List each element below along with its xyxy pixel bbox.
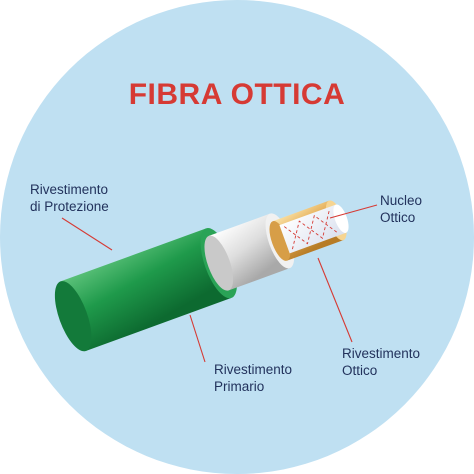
leader-line-ottico xyxy=(317,257,353,343)
label-line: Rivestimento xyxy=(342,346,421,361)
label-line: di Protezione xyxy=(30,199,109,214)
label-line: Ottico xyxy=(342,363,378,378)
label-rivestimento-protezione: Rivestimento di Protezione xyxy=(30,181,109,215)
label-line: Nucleo xyxy=(380,193,423,208)
leader-line-protezione xyxy=(61,217,113,251)
leader-line-nucleo xyxy=(329,204,378,219)
light-ray-path xyxy=(283,210,338,250)
optical-core-layer xyxy=(279,204,349,254)
label-rivestimento-primario: Rivestimento Primario xyxy=(214,361,292,395)
label-line: Rivestimento xyxy=(30,182,109,197)
leader-lines xyxy=(61,204,378,363)
label-line: Primario xyxy=(214,379,265,394)
label-nucleo-ottico: Nucleo Ottico xyxy=(380,192,422,226)
diagram-title: FIBRA OTTICA xyxy=(128,78,346,111)
label-line: Ottico xyxy=(380,210,416,225)
cable-illustration xyxy=(54,200,349,352)
leader-line-primario xyxy=(189,314,206,363)
label-line: Rivestimento xyxy=(214,362,293,377)
label-rivestimento-ottico: Rivestimento Ottico xyxy=(342,345,420,379)
